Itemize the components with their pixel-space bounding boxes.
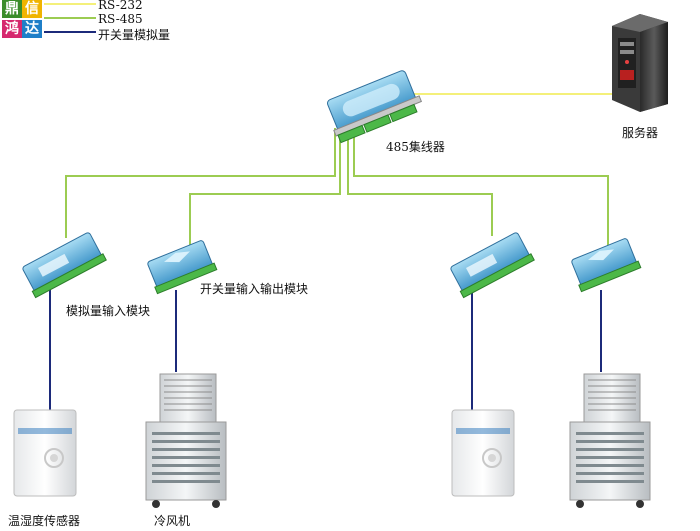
legend-label-signal: 开关量模拟量: [98, 28, 171, 42]
analog-module-icon: [22, 232, 107, 299]
cooler-device-right: [569, 373, 651, 508]
rs485-links: [65, 128, 609, 246]
logo-char-3: 鸿: [2, 20, 22, 38]
logo-char-2: 信: [22, 0, 42, 18]
hub-label: 485集线器: [386, 140, 445, 154]
server-label: 服务器: [622, 126, 659, 140]
analog-module-label: 模拟量输入模块: [66, 304, 151, 318]
sensor-label: 温湿度传感器: [8, 514, 81, 528]
switch-module-icon-right: [571, 238, 642, 293]
legend-label-rs232: RS-232: [98, 0, 143, 12]
switch-module-icon: [147, 240, 218, 295]
switch-module-label: 开关量输入输出模块: [200, 282, 309, 296]
logo-char-4: 达: [22, 20, 42, 38]
signal-links: [49, 290, 602, 410]
legend-label-rs485: RS-485: [98, 12, 143, 26]
sensor-device-right: [451, 409, 515, 497]
hub-device: [327, 70, 423, 144]
server-device: [612, 14, 668, 112]
sensor-device: [13, 409, 77, 497]
cooler-label: 冷风机: [154, 514, 191, 528]
logo-char-1: 鼎: [2, 0, 22, 18]
cooler-device: [145, 373, 227, 508]
analog-module-icon-right: [450, 232, 535, 299]
